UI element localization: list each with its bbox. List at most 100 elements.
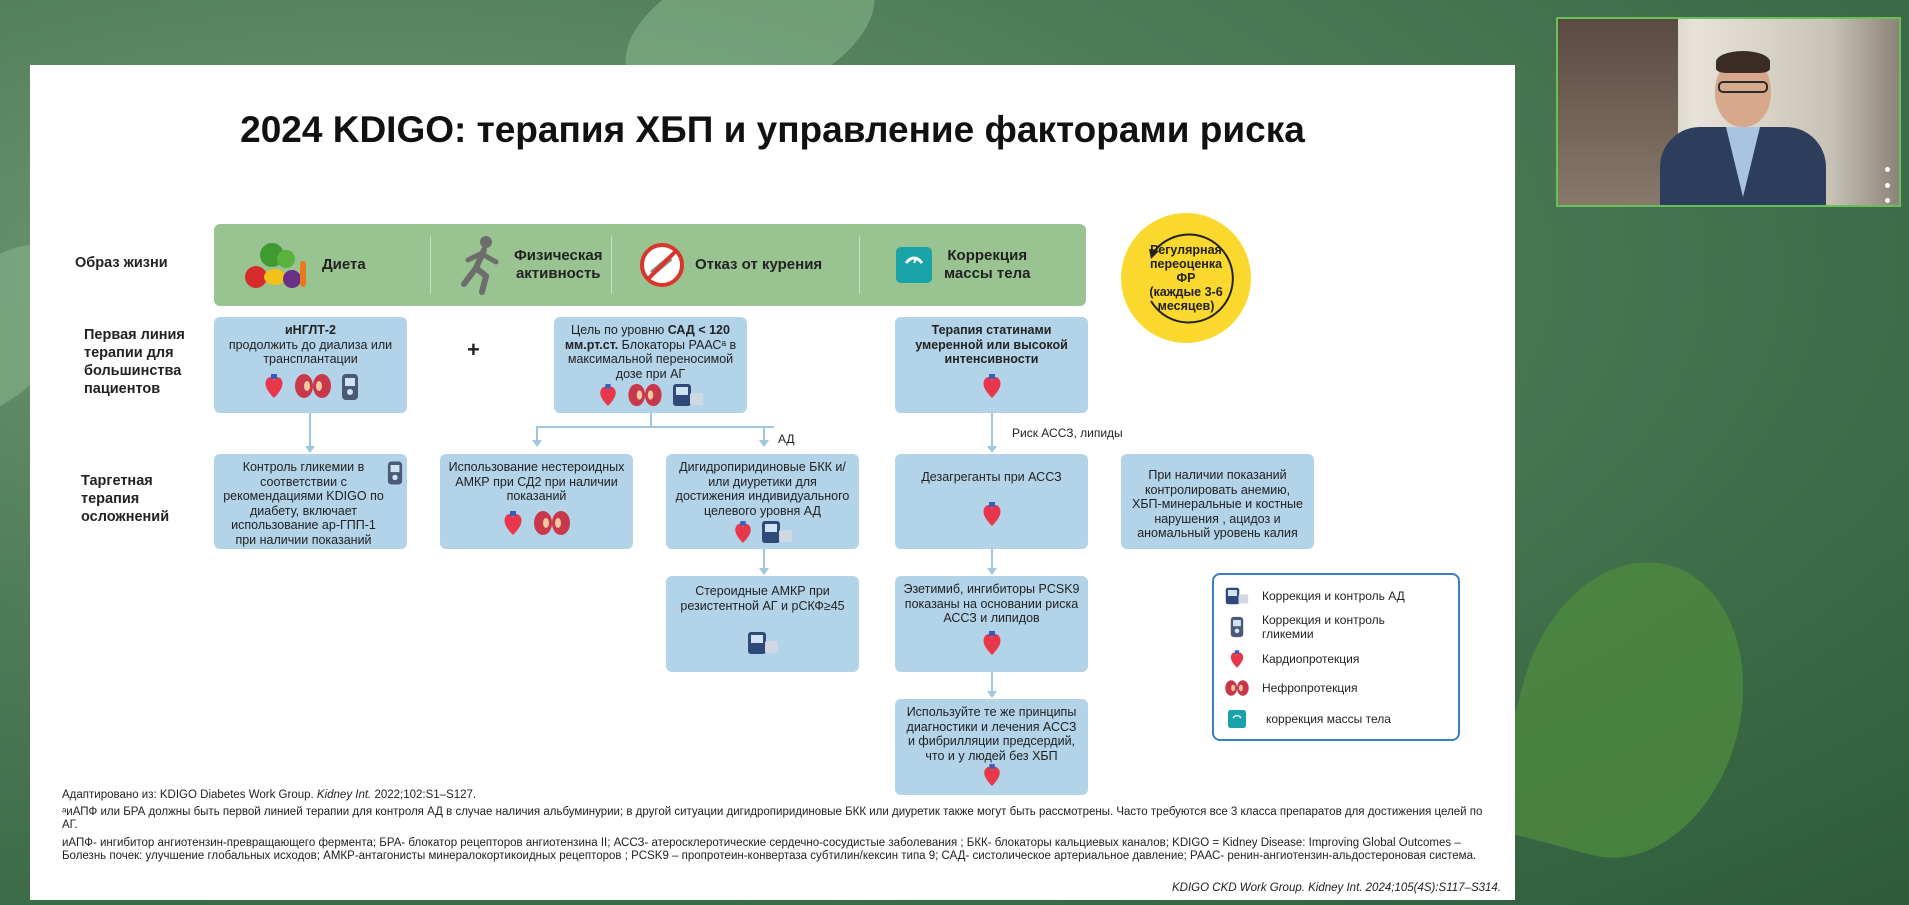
glucometer-icon <box>387 460 403 490</box>
row-label-first-line: Первая линия терапии для большинства пац… <box>84 327 185 397</box>
heart-icon <box>981 373 1003 403</box>
kidney-icon <box>1224 679 1250 697</box>
citation: KDIGO CKD Work Group. Kidney Int. 2024;1… <box>1172 882 1501 894</box>
arrow <box>532 440 542 447</box>
smra-box: Стероидные АМКР при резистентной АГ и рС… <box>666 576 859 672</box>
ezetimibe-text: Эзетимиб, ингибиторы PCSK9 показаны на о… <box>903 582 1080 625</box>
arrow <box>987 446 997 453</box>
presenter-hair <box>1716 51 1770 73</box>
arrow <box>987 568 997 575</box>
connector <box>991 549 993 569</box>
more-options-icon[interactable] <box>1885 167 1891 203</box>
bp-target-box: Цель по уровню САД < 120 мм.рт.ст. Блока… <box>554 317 747 413</box>
heart-icon <box>981 501 1003 531</box>
legend: Коррекция и контроль АД Коррекция и конт… <box>1212 573 1460 741</box>
edge-label-bp: АД <box>778 432 795 446</box>
lifestyle-weight: Коррекция массы тела <box>894 224 1030 306</box>
kidney-icon <box>532 510 572 540</box>
smra-text: Стероидные АМКР при резистентной АГ и рС… <box>680 584 845 613</box>
presentation-slide: 2024 KDIGO: терапия ХБП и управление фак… <box>30 65 1515 900</box>
sglt2-text: продолжить до диализа или трансплантации <box>228 337 393 367</box>
heart-icon <box>1224 649 1250 669</box>
reassessment-circle: Регулярная переоценка ФР (каждые 3-6 мес… <box>1121 213 1251 343</box>
kidney-icon <box>626 383 664 411</box>
connector <box>763 426 765 441</box>
sglt2-title: иНГЛТ-2 <box>284 323 336 337</box>
scale-icon <box>1224 709 1250 729</box>
legend-item-nephro: Нефропротекция <box>1224 679 1358 697</box>
ezetimibe-box: Эзетимиб, ингибиторы PCSK9 показаны на о… <box>895 576 1088 672</box>
nsmra-box: Использование нестероидных АМКР при СД2 … <box>440 454 633 549</box>
lifestyle-activity-label: Физическая активность <box>514 247 603 282</box>
lifestyle-smoking: Отказ от курения <box>639 224 822 306</box>
connector <box>536 426 538 441</box>
bp-target-text: Цель по уровню САД < 120 мм.рт.ст. Блока… <box>564 323 737 381</box>
legend-item-glycemia: Коррекция и контроль гликемии <box>1224 613 1402 641</box>
heart-icon <box>598 383 618 411</box>
glucometer-icon <box>1224 616 1250 638</box>
connector <box>991 413 993 447</box>
plus-sign: + <box>467 337 480 362</box>
arrow <box>759 568 769 575</box>
sglt2-box: иНГЛТ-2 продолжить до диализа или трансп… <box>214 317 407 413</box>
glycemia-box: Контроль гликемии в соответствии с реком… <box>214 454 407 549</box>
row-label-targeted: Таргетная терапия осложнений <box>81 473 170 525</box>
webcam-video[interactable] <box>1556 17 1901 207</box>
lifestyle-diet: Диета <box>242 224 366 306</box>
scale-icon <box>896 247 932 283</box>
legend-item-weight: коррекция массы тела <box>1224 709 1391 729</box>
bp-monitor-icon <box>1224 587 1250 605</box>
divider <box>859 236 860 294</box>
slide-title: 2024 KDIGO: терапия ХБП и управление фак… <box>240 109 1305 150</box>
anemia-box: При наличии показаний контролировать ане… <box>1121 454 1314 549</box>
runner-icon <box>461 236 499 295</box>
lifestyle-weight-label: Коррекция массы тела <box>944 247 1031 282</box>
glucometer-icon <box>341 373 359 405</box>
connector <box>536 426 774 428</box>
legend-item-bp: Коррекция и контроль АД <box>1224 587 1405 605</box>
divider <box>611 236 612 294</box>
arrow <box>987 691 997 698</box>
antiplatelet-box: Дезагреганты при АССЗ <box>895 454 1088 549</box>
divider <box>430 236 431 294</box>
heart-icon <box>733 520 753 548</box>
afib-box: Используйте те же принципы диагностики и… <box>895 699 1088 795</box>
presenter-glasses <box>1718 81 1768 93</box>
heart-icon <box>263 373 285 405</box>
bp-monitor-icon <box>747 631 779 659</box>
arrow <box>759 440 769 447</box>
glycemia-text: Контроль гликемии в соответствии с реком… <box>223 460 384 547</box>
connector <box>763 549 765 569</box>
footnote-abbreviations: иАПФ- ингибитор ангиотензин-превращающег… <box>62 837 1477 862</box>
antiplatelet-text: Дезагреганты при АССЗ <box>921 470 1062 484</box>
afib-text: Используйте те же принципы диагностики и… <box>906 705 1077 763</box>
edge-label-ascvd: Риск АССЗ, липиды <box>1012 426 1123 440</box>
heart-icon <box>981 630 1003 660</box>
footnote-adapted: Адаптировано из: KDIGO Diabetes Work Gro… <box>62 789 477 801</box>
lifestyle-smoking-label: Отказ от курения <box>695 256 823 273</box>
lifestyle-diet-label: Диета <box>322 256 366 273</box>
statin-box: Терапия статинами умеренной или высокой … <box>895 317 1088 413</box>
lifestyle-activity: Физическая активность <box>456 224 603 306</box>
heart-icon <box>502 510 524 540</box>
legend-item-cardio: Кардиопротекция <box>1224 649 1359 669</box>
cycle-arrow-icon <box>1149 233 1234 324</box>
connector <box>991 672 993 692</box>
bp-monitor-icon <box>672 383 704 411</box>
dhp-text: Дигидропиридиновые БКК и/или диуретики д… <box>675 460 850 518</box>
heart-icon <box>982 763 1002 791</box>
arrow <box>305 446 315 453</box>
nsmra-text: Использование нестероидных АМКР при СД2 … <box>448 460 625 503</box>
webcam-background <box>1558 19 1678 205</box>
row-label-lifestyle: Образ жизни <box>75 255 168 271</box>
connector <box>309 413 311 447</box>
connector <box>650 413 652 427</box>
kidney-icon <box>293 373 333 405</box>
anemia-text: При наличии показаний контролировать ане… <box>1132 468 1303 540</box>
footnote-a: ᵃиАПФ или БРА должны быть первой линией … <box>62 806 1483 831</box>
statin-text: Терапия статинами умеренной или высокой … <box>915 323 1068 366</box>
dhp-box: Дигидропиридиновые БКК и/или диуретики д… <box>666 454 859 549</box>
bp-monitor-icon <box>761 520 793 548</box>
no-smoking-icon <box>640 243 684 287</box>
background-leaf <box>1484 536 1776 884</box>
